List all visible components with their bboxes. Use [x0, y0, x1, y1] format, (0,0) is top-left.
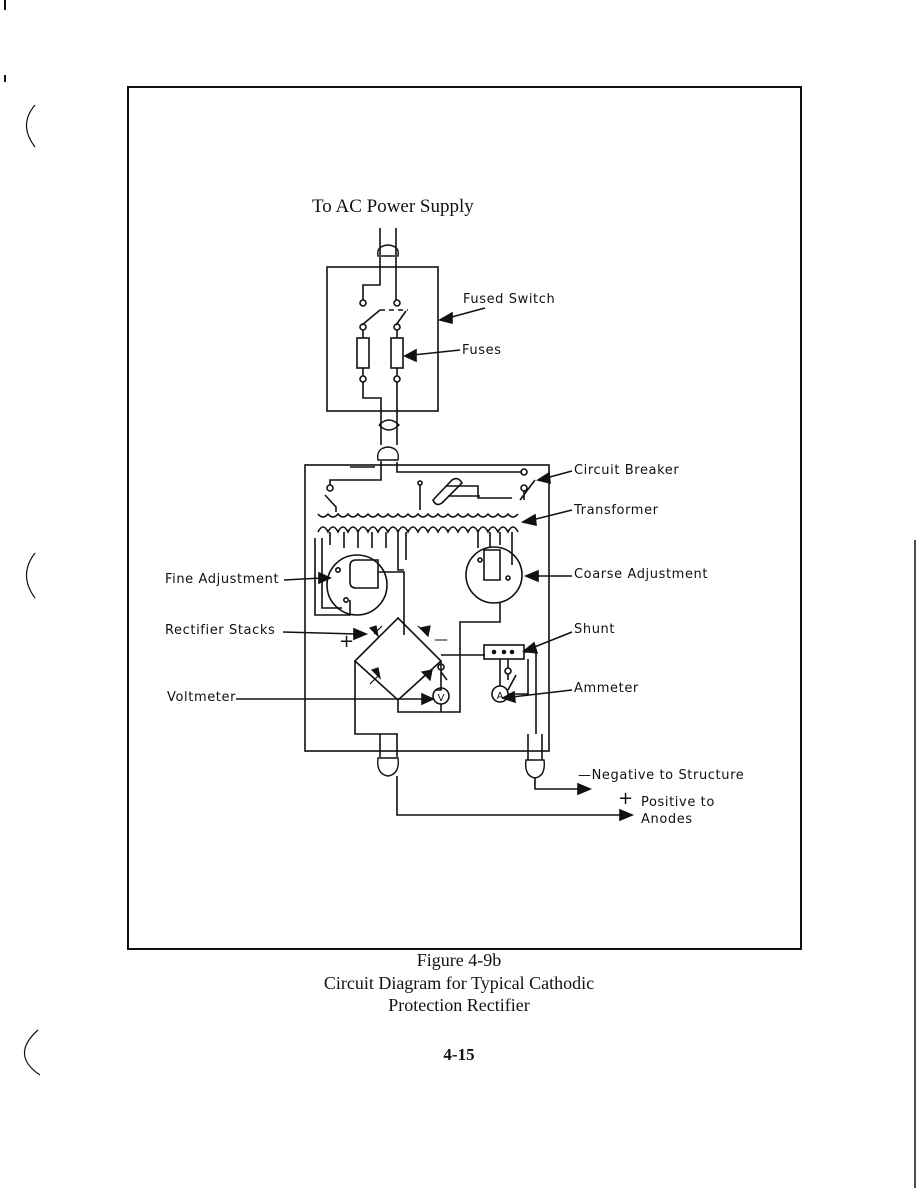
breaker-wire	[329, 461, 382, 485]
fine-adjustment-label: Fine Adjustment	[165, 572, 280, 587]
coarse-adjustment-label: Coarse Adjustment	[574, 567, 709, 582]
positive-arrow	[619, 808, 635, 822]
voltmeter-label: Voltmeter	[167, 690, 237, 705]
supply-lead	[379, 228, 397, 255]
cable-clamp	[377, 757, 399, 777]
leader-shunt	[531, 631, 573, 649]
margin-bracket	[23, 1029, 41, 1076]
switch-blade	[361, 309, 407, 326]
shunt-label: Shunt	[574, 622, 616, 637]
positive-output-lead	[396, 776, 620, 816]
rectifier-diode	[417, 625, 431, 638]
fuse	[390, 337, 404, 369]
rectifier-cabinet	[304, 464, 550, 752]
voltmeter-symbol: V	[438, 693, 445, 704]
breaker-contact	[520, 484, 528, 492]
breaker-arm	[519, 479, 536, 501]
rectifier-diode	[368, 625, 383, 638]
fuses-label: Fuses	[462, 343, 502, 358]
leader-fine	[283, 577, 323, 581]
positive-sign: +	[618, 788, 634, 809]
margin-bracket	[25, 552, 36, 599]
rectifier-diode	[369, 667, 381, 685]
rectifier-stacks-label: Rectifier Stacks	[165, 623, 276, 638]
cable-clamp	[377, 446, 399, 461]
figure-title-line1: Circuit Diagram for Typical Cathodic	[323, 973, 595, 993]
negative-output-lead	[534, 778, 578, 790]
bridge-negative-lead	[436, 661, 442, 691]
leader-rectifier	[282, 631, 358, 635]
coarse-adjustment-dial	[465, 546, 523, 604]
figure-title-line2: Protection Rectifier	[388, 995, 530, 1015]
breaker-contact	[520, 468, 528, 476]
coarse-adjustment-selector	[483, 549, 501, 581]
cable-clamp	[377, 244, 399, 257]
leader-fuses	[412, 349, 461, 356]
transformer-secondary	[317, 526, 519, 534]
figure-frame	[127, 86, 802, 950]
negative-arrow	[577, 782, 593, 796]
fused-switch-box	[326, 266, 439, 412]
cable-twist	[378, 419, 400, 431]
ammeter-symbol: A	[497, 691, 504, 702]
margin-bracket	[25, 104, 36, 148]
switch-contact	[393, 299, 401, 307]
breaker-contact	[326, 484, 334, 492]
positive-label-line1: Positive to	[641, 795, 715, 810]
transformer-label: Transformer	[574, 503, 659, 518]
fine-tap-wire	[314, 538, 351, 616]
cable-clamp	[525, 759, 545, 779]
transformer-primary	[317, 512, 519, 518]
fuse-contact	[359, 375, 367, 383]
fine-adjustment-selector	[349, 559, 379, 589]
switch-wire	[362, 257, 397, 300]
fused-switch-label: Fused Switch	[463, 292, 556, 307]
fuse	[356, 337, 370, 369]
bridge-minus-mark: —	[434, 632, 449, 648]
leader-circuit-breaker	[545, 470, 573, 479]
breaker-link	[432, 477, 463, 506]
fuse-contact	[393, 375, 401, 383]
leader-fused-switch	[447, 307, 486, 319]
supply-label: To AC Power Supply	[312, 196, 474, 217]
negative-label: —Negative to Structure	[578, 768, 745, 783]
page-number: 4-15	[443, 1045, 475, 1064]
switch-contact	[359, 299, 367, 307]
leader-ammeter	[511, 689, 573, 698]
leader-transformer	[531, 509, 573, 521]
positive-label-line2: Anodes	[641, 812, 693, 827]
ammeter-label: Ammeter	[574, 681, 639, 696]
figure-number: Figure 4-9b	[416, 950, 502, 970]
rectifier-diode	[419, 669, 433, 682]
bridge-plus-mark: +	[339, 631, 355, 652]
fine-adjustment-dial	[326, 554, 388, 616]
circuit-breaker-label: Circuit Breaker	[574, 463, 680, 478]
